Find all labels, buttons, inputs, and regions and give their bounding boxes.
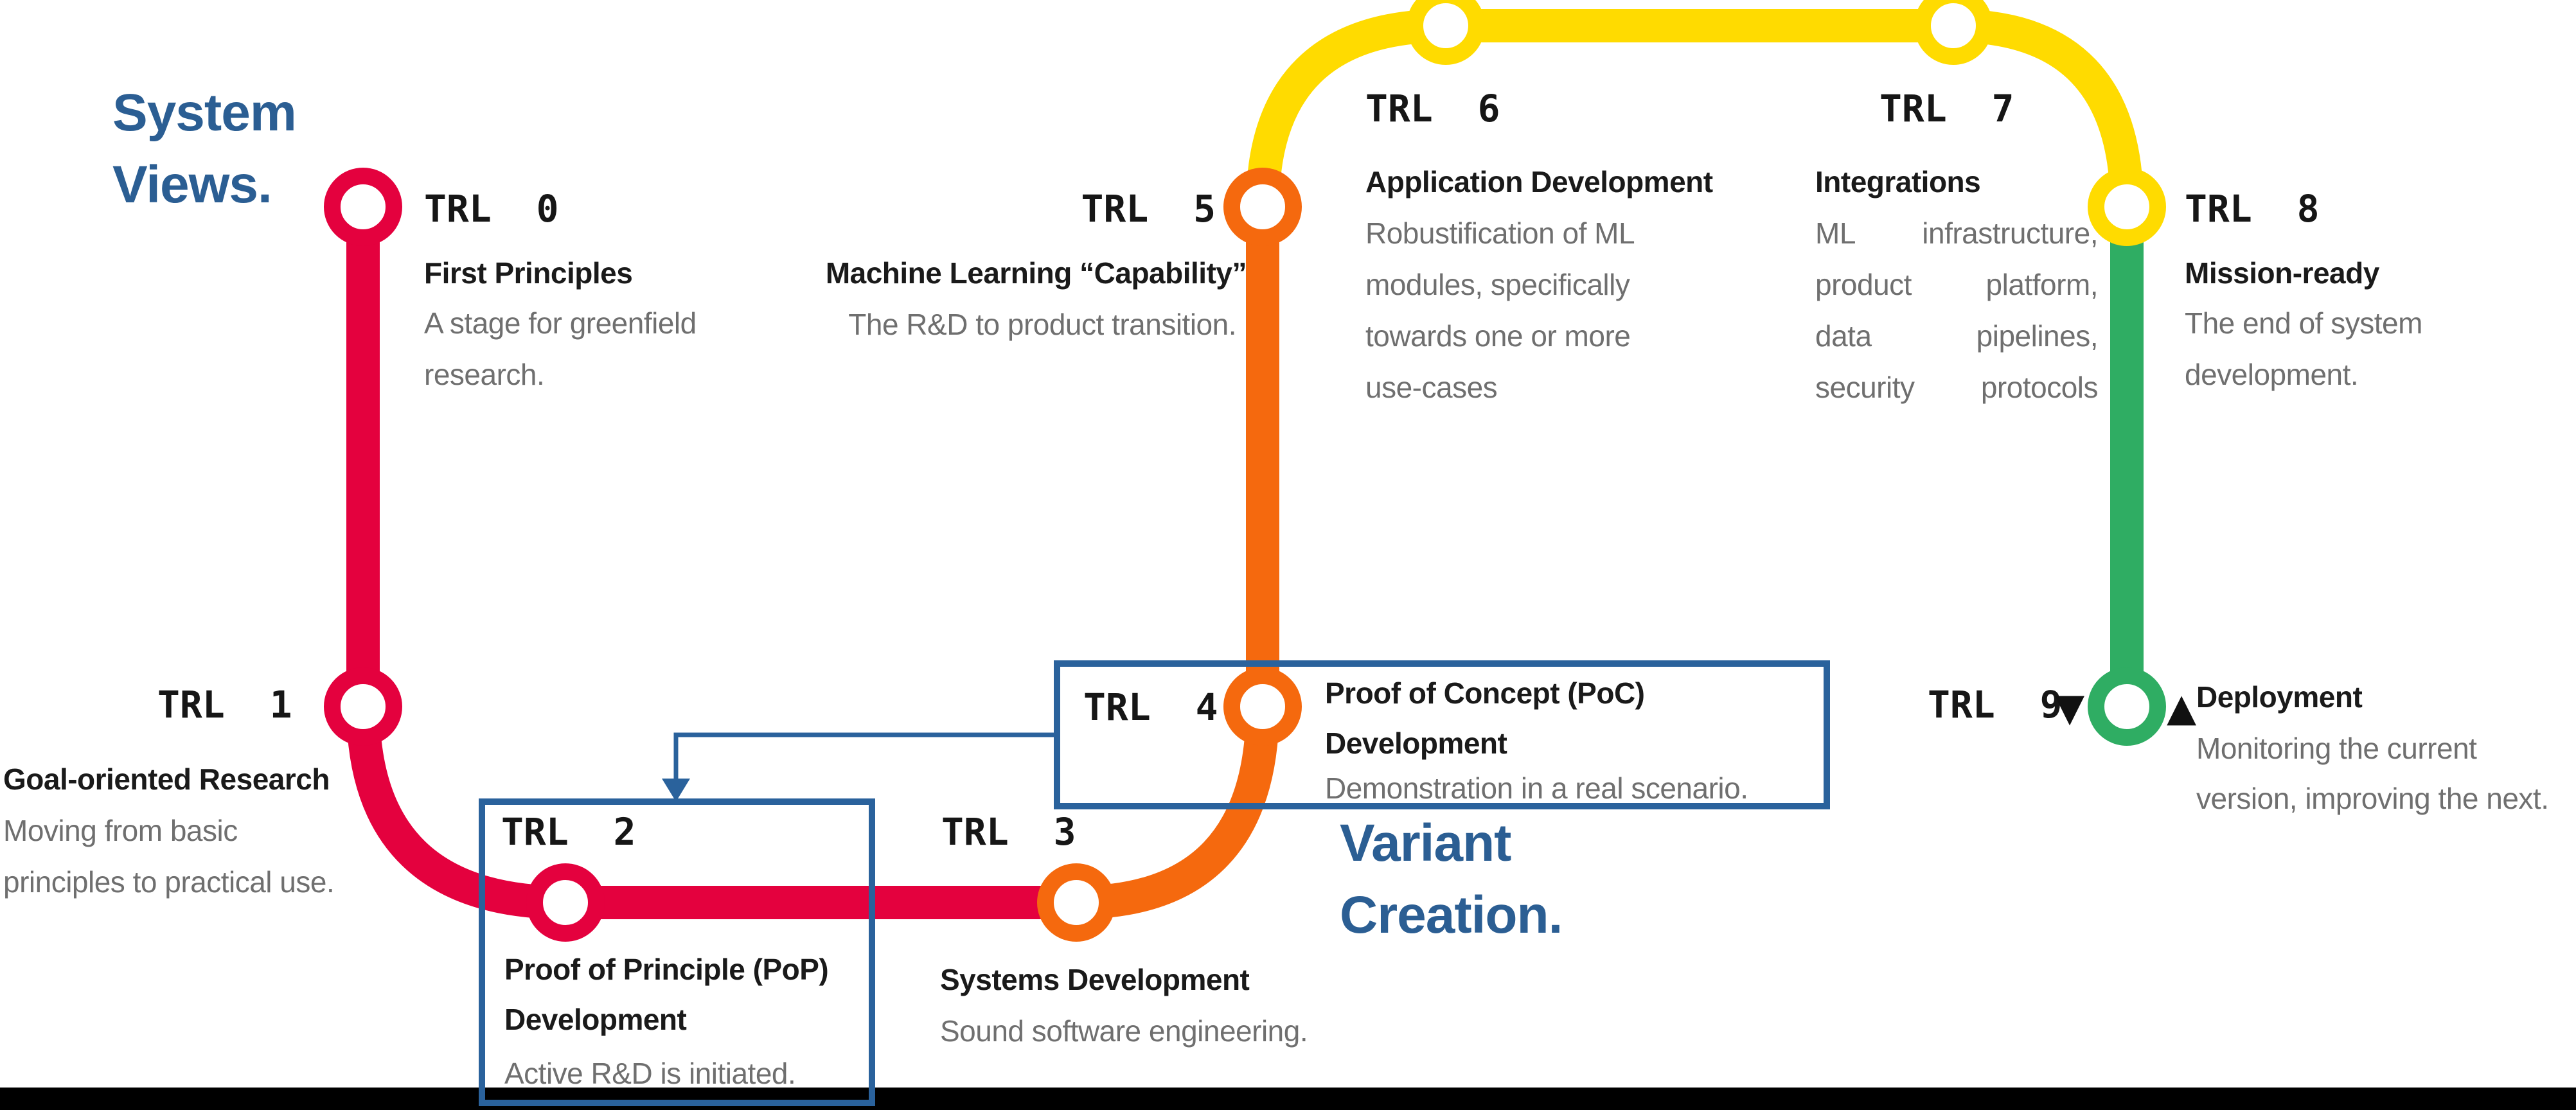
trl1-desc-line: Moving from basic [3,814,238,847]
trl6-desc-line: use-cases [1365,371,1498,404]
station-trl4 [1223,667,1302,746]
trl2-desc-line: Active R&D is initiated. [504,1057,796,1090]
trl7-desc-word: security [1815,371,1915,404]
elbow-connector-line [673,732,1054,781]
trl4-title-line: Proof of Concept (PoC) [1325,676,1645,710]
trl7-desc-word: pipelines, [1976,319,2099,353]
trl9-label: TRL 9 [1928,683,2063,727]
trl0-desc-line: research. [424,358,545,391]
trl0-label: TRL 0 [424,187,559,231]
variant-creation-heading-line2: Creation. [1340,886,1563,944]
trl4-label: TRL 4 [1083,685,1218,729]
station-trl7 [1914,0,1993,65]
line-red-segment [346,207,1076,919]
trl7-desc-word: infrastructure, [1922,216,2098,250]
system-views-heading-line1: System [112,84,297,142]
trl8-title: Mission-ready [2185,256,2379,290]
trl3-desc-line: Sound software engineering. [940,1014,1308,1048]
station-trl1 [324,667,402,746]
system-views-heading-line2: Views. [112,155,272,214]
station-trl3 [1037,863,1115,942]
trl7-desc-word: protocols [1980,371,2099,404]
trl1-desc-line: principles to practical use. [3,865,335,899]
trl7-desc-word: data [1815,319,1872,353]
trl2-title-line: Proof of Principle (PoP) [504,953,829,986]
trl7-label: TRL 7 [1879,87,2014,130]
station-trl8 [2088,168,2166,246]
trl7-desc-word: ML [1815,216,1856,250]
trl3-title: Systems Development [940,963,1250,996]
trl0-title: First Principles [424,256,633,290]
trl2-label: TRL 2 [501,810,636,854]
trl7-desc-word: platform, [1985,268,2099,301]
trl6-label: TRL 6 [1365,87,1500,130]
trl4-highlight-box [1054,660,1830,809]
trl1-title: Goal-oriented Research [3,762,330,796]
up-triangle-icon: ▲ [2167,685,2197,730]
trl9-desc-line: version, improving the next. [2196,782,2549,815]
station-trl2 [526,863,605,942]
station-trl6 [1407,0,1485,65]
station-trl0 [324,168,402,246]
trl9-title: Deployment [2196,680,2363,714]
trl3-label: TRL 3 [941,810,1076,854]
station-trl5 [1223,168,1302,246]
trl7-desc-line: security protocols [1815,370,2099,405]
trl4-desc-line: Demonstration in a real scenario. [1325,771,1748,805]
arrowhead-down-icon [662,779,690,802]
trl8-label: TRL 8 [2185,187,2320,231]
trl7-desc-word: product [1815,268,1912,301]
trl7-desc-line: product platform, [1815,267,2099,303]
trl8-desc-line: The end of system [2185,306,2422,340]
variant-creation-heading-line1: Variant [1340,814,1511,872]
trl1-label: TRL 1 [157,683,292,727]
trl5-title: Machine Learning “Capability” [825,256,1247,290]
trl9-desc-line: Monitoring the current [2196,732,2477,765]
down-triangle-icon: ▼ [2055,685,2085,730]
trl0-desc-line: A stage for greenfield [424,306,697,340]
bottom-black-bar [0,1088,2576,1110]
trl6-title: Application Development [1365,165,1713,198]
trl7-desc-line: data pipelines, [1815,319,2099,354]
trl6-desc-line: modules, specifically [1365,268,1630,301]
trl7-desc-line: ML infrastructure, [1815,216,2098,251]
trl5-label: TRL 5 [1081,187,1216,231]
trl2-highlight-box [479,798,875,1106]
trl8-desc-line: development. [2185,358,2359,391]
trl4-title-line: Development [1325,727,1507,760]
trl2-title-line: Development [504,1003,687,1036]
trl6-desc-line: towards one or more [1365,319,1631,353]
station-trl9 [2088,667,2166,746]
trl6-desc-line: Robustification of ML [1365,216,1635,250]
trl7-title: Integrations [1815,165,1981,198]
line-yellow-segment [1246,9,2144,207]
trl5-desc-line: The R&D to product transition. [848,308,1236,341]
